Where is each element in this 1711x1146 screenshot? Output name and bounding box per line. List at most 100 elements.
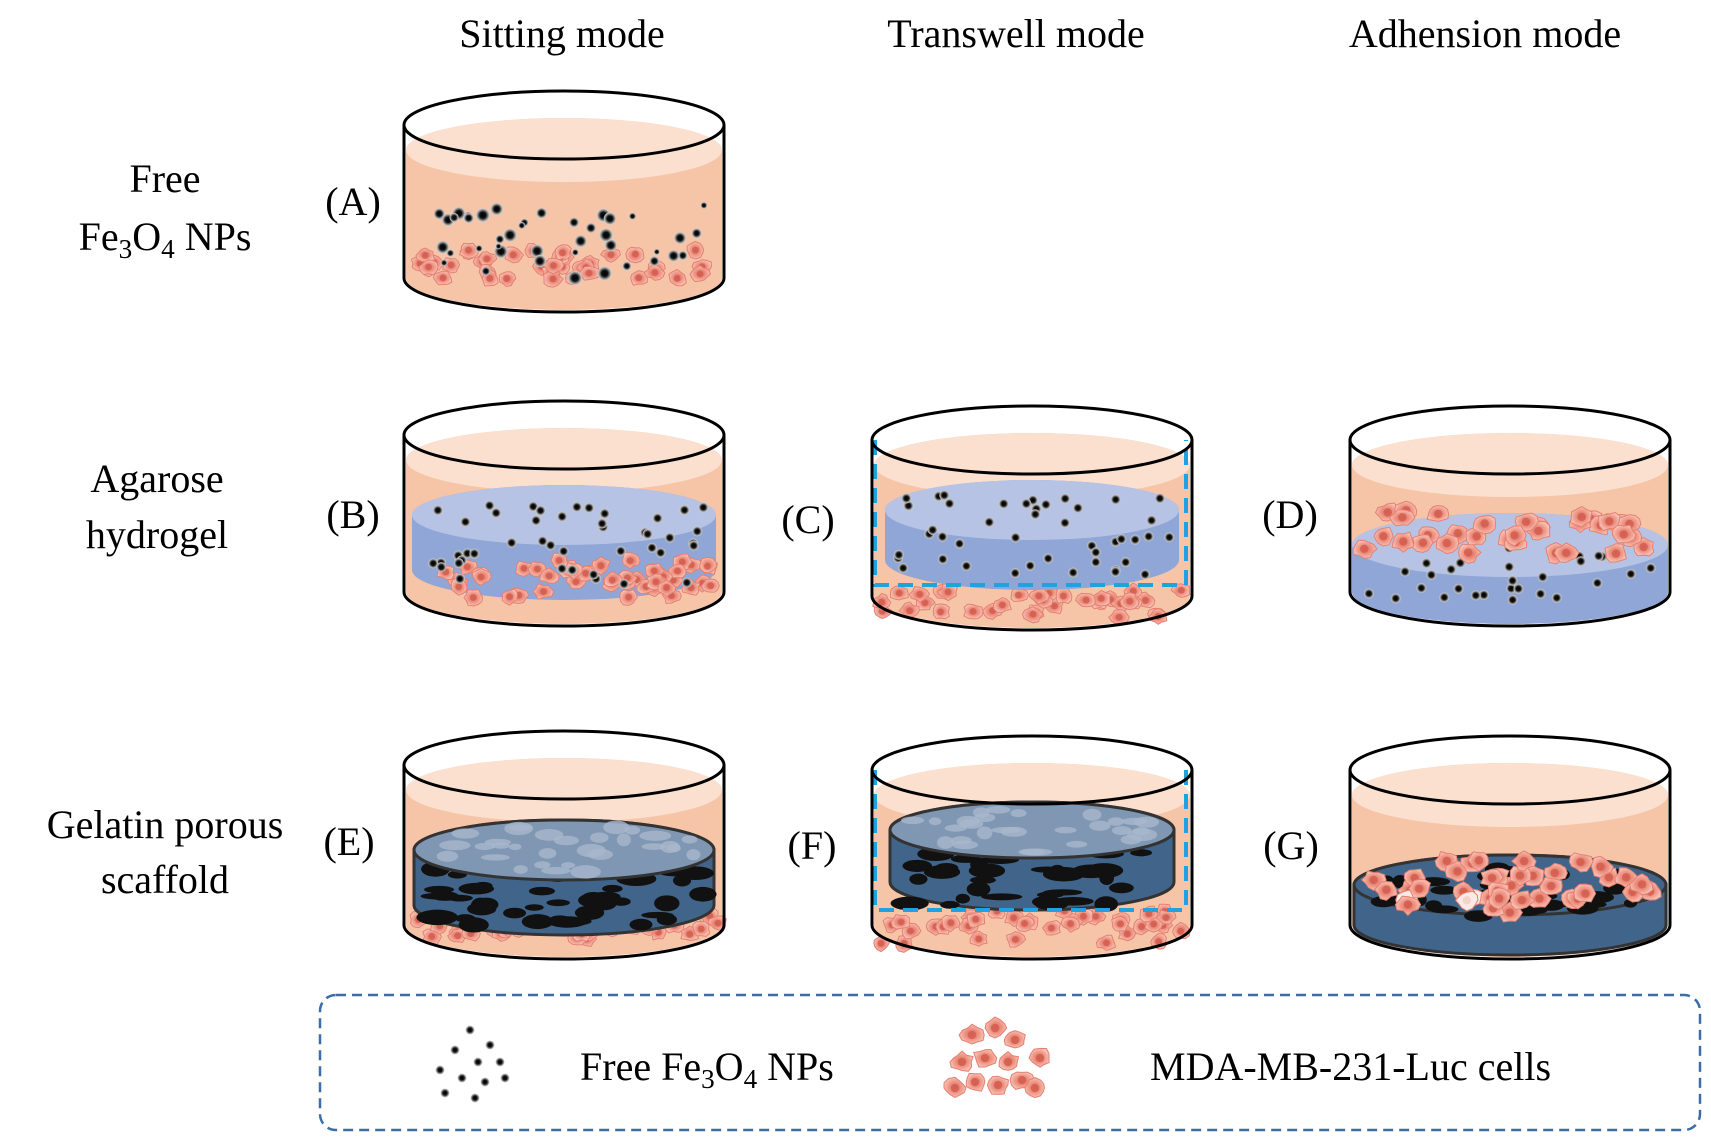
nanoparticle (449, 212, 459, 223)
nanoparticle (692, 526, 703, 537)
scaffold-pore (624, 825, 641, 835)
cell (1010, 587, 1030, 603)
nanoparticle (649, 256, 660, 267)
cell (1108, 609, 1130, 626)
scaffold-pore (1120, 834, 1142, 845)
cell (643, 264, 666, 281)
nanoparticle (569, 217, 579, 228)
nanoparticle (484, 500, 495, 511)
dish-a-wall (402, 125, 726, 314)
cell (625, 246, 645, 264)
cell (1444, 860, 1469, 883)
nanoparticle (898, 563, 909, 574)
nanoparticle (518, 222, 526, 230)
nanoparticle (681, 577, 692, 588)
cell (986, 1075, 1009, 1095)
nanoparticle (1025, 560, 1036, 571)
cell (1041, 919, 1062, 936)
cell (432, 270, 453, 286)
nanoparticle (460, 516, 471, 527)
nanoparticle (688, 540, 699, 551)
cell (700, 578, 720, 593)
nanoparticle (1645, 563, 1656, 574)
scaffold-pore (927, 865, 959, 873)
cell (1511, 850, 1537, 872)
scaffold-pore (474, 842, 495, 851)
row-label-free-nps: Free Fe3O4 NPs (79, 156, 252, 264)
nanoparticle (568, 271, 582, 285)
scaffold-pore (503, 907, 527, 919)
nanoparticle (642, 529, 653, 540)
cell (471, 567, 492, 586)
nanoparticle (450, 1045, 460, 1055)
cell (1373, 526, 1394, 547)
scaffold-pore (451, 828, 480, 839)
scaffold-pore (561, 862, 576, 869)
scaffold-pore (976, 826, 993, 840)
nanoparticle (998, 498, 1009, 509)
dish-g-cells (1360, 850, 1662, 923)
nanoparticle (1537, 572, 1548, 583)
cell (998, 1050, 1020, 1071)
scaffold-pore (467, 902, 497, 916)
nanoparticle (1575, 556, 1586, 567)
cell (1412, 534, 1434, 553)
cell (1394, 895, 1422, 917)
nanoparticle (557, 511, 568, 522)
legend-cell-icon (943, 1016, 1050, 1099)
scaffold-pore (616, 833, 631, 847)
cell (603, 571, 623, 587)
cell (418, 259, 439, 276)
nanoparticle (698, 502, 709, 513)
nanoparticle (462, 548, 473, 559)
cell (591, 556, 611, 576)
svg-text:scaffold: scaffold (101, 857, 229, 902)
scaffold-pore (534, 861, 551, 869)
scaffold-pore (509, 843, 522, 851)
nanoparticle (436, 562, 447, 573)
nanoparticle (428, 558, 439, 569)
nanoparticle (1010, 568, 1021, 579)
cell (1472, 515, 1497, 535)
cell (898, 601, 920, 619)
scaffold-pore (1430, 885, 1458, 895)
nanoparticle (1060, 493, 1071, 504)
nanoparticle (491, 507, 502, 518)
cell (543, 269, 564, 288)
nanoparticle (506, 537, 517, 548)
cell (1111, 915, 1130, 932)
nanoparticle (1090, 547, 1101, 558)
scaffold-pore (1094, 896, 1119, 912)
nanoparticle (495, 1057, 505, 1067)
cell (1590, 855, 1614, 879)
cell (969, 930, 988, 947)
cell (1095, 934, 1117, 952)
cell (686, 241, 705, 260)
scaffold-pore (538, 848, 557, 859)
nanoparticle (1504, 561, 1515, 572)
nanoparticle (1021, 498, 1032, 509)
scaffold-pore (890, 896, 929, 911)
nanoparticle (536, 207, 547, 219)
scaffold-pore (1066, 840, 1088, 848)
svg-text:Agarose: Agarose (90, 456, 223, 501)
nanoparticle (664, 532, 675, 543)
cell (1373, 880, 1398, 901)
nanoparticle (603, 212, 617, 225)
nanoparticle (1390, 593, 1401, 604)
scaffold-pore (1082, 808, 1102, 821)
row-label-agarose-hydrogel: Agarose hydrogel (86, 456, 228, 557)
nanoparticle (652, 513, 663, 524)
nanoparticle (674, 232, 686, 244)
nanoparticle (440, 259, 448, 267)
scaffold-pore (436, 850, 459, 862)
nanoparticle (1130, 534, 1141, 545)
scaffold-pore (603, 820, 630, 835)
nanoparticle (585, 222, 597, 233)
nanoparticle (533, 255, 546, 268)
cell (1504, 525, 1527, 547)
scaffold-pore (458, 882, 495, 895)
nanoparticle (599, 228, 613, 242)
dish-e (402, 729, 727, 961)
scaffold-pore (589, 832, 609, 843)
